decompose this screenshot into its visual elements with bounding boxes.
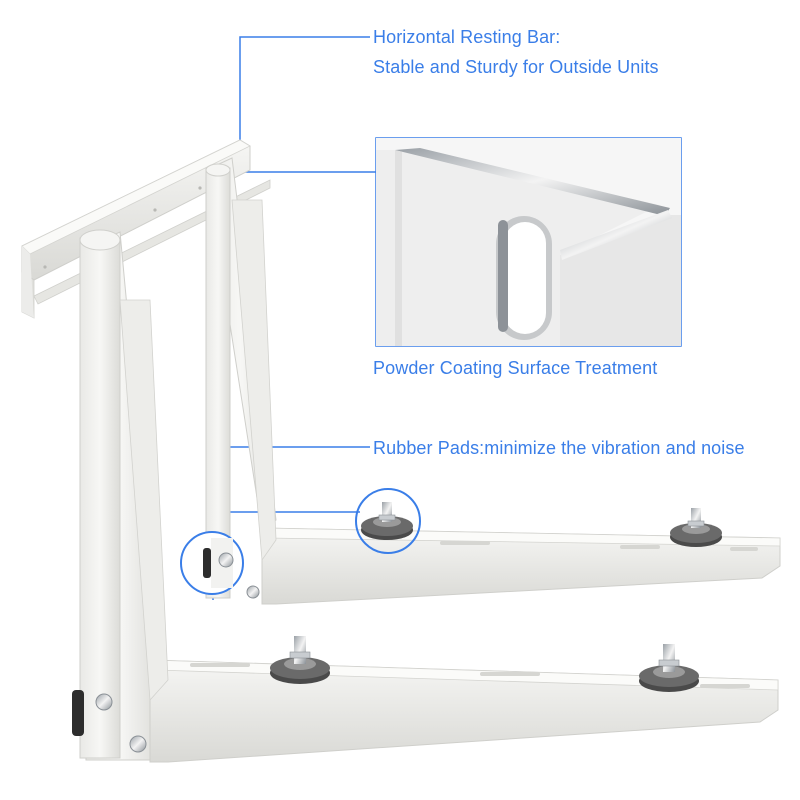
callout-coating: Powder Coating Surface Treatment: [373, 353, 657, 383]
callout-resting-bar-subtitle: Stable and Sturdy for Outside Units: [373, 57, 659, 77]
callout-resting-bar-title: Horizontal Resting Bar:: [373, 27, 561, 47]
bracket-back: [205, 157, 781, 605]
magnifier-circle-icon: [180, 531, 244, 595]
magnifier-circle-icon: [355, 488, 421, 554]
callout-rubber-pads-text: Rubber Pads:minimize the vibration and n…: [373, 438, 745, 458]
callout-resting-bar: Horizontal Resting Bar: Stable and Sturd…: [373, 22, 659, 82]
rubber-pad: [670, 508, 722, 547]
callout-coating-text: Powder Coating Surface Treatment: [373, 358, 658, 378]
rubber-pad: [270, 636, 330, 684]
rubber-pad: [639, 644, 699, 692]
zoom-inset-icon: [375, 137, 682, 347]
rubber-pad: [361, 502, 413, 540]
bracket-front: [72, 229, 779, 763]
rubber-pads: [270, 502, 722, 692]
callout-rubber-pads: Rubber Pads:minimize the vibration and n…: [373, 433, 745, 463]
